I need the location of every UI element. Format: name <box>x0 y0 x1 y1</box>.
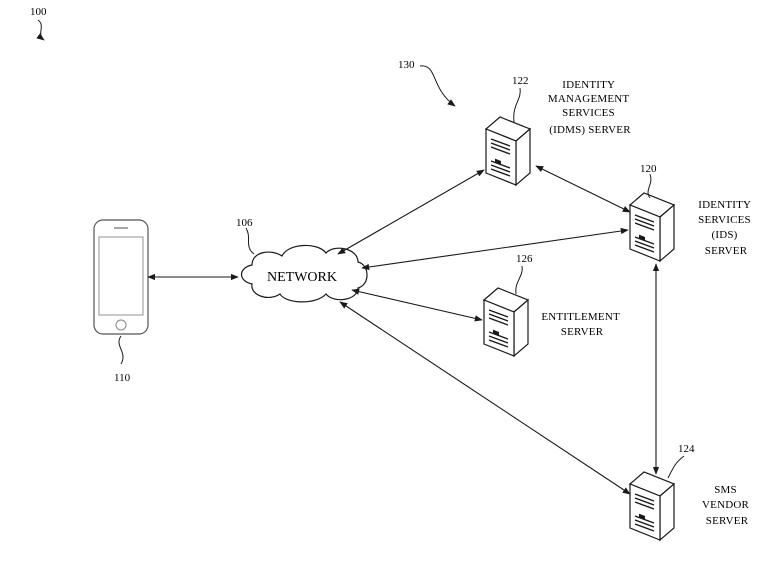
network-entitlement-connector <box>351 288 483 322</box>
entitlement-server-ref: 126 <box>516 253 533 265</box>
network-ref-leader <box>245 227 255 255</box>
idms-server-leader <box>513 87 521 123</box>
sms-server-label: SMS VENDOR SERVER <box>702 484 752 527</box>
figure-ref-arrow <box>36 19 45 41</box>
sms-server-ref: 124 <box>678 443 695 455</box>
entitlement-server-label: ENTITLEMENT SERVER <box>541 311 622 338</box>
entitlement-server-leader <box>515 265 523 295</box>
network-ids-connector <box>361 227 629 271</box>
sms-server-leader <box>667 455 685 479</box>
entitlement-server-icon <box>483 287 529 357</box>
idms-server-icon <box>485 116 531 186</box>
ids-server-label: IDENTITY SERVICES (IDS) SERVER <box>698 199 754 257</box>
network-ref-label: 106 <box>236 217 253 229</box>
network-cloud-icon <box>240 244 368 303</box>
ids-server-ref: 120 <box>640 163 657 175</box>
system-ref-label: 130 <box>398 59 415 71</box>
device-ref-leader <box>118 335 124 365</box>
figure-ref-label: 100 <box>30 6 47 18</box>
network-sms-connector <box>339 301 631 495</box>
network-label: NETWORK <box>267 270 337 285</box>
device-ref-label: 110 <box>114 372 131 384</box>
sms-server-icon <box>629 471 675 541</box>
smartphone-icon <box>93 219 149 335</box>
idms-ids-connector <box>535 165 631 213</box>
network-idms-connector <box>337 169 485 255</box>
idms-server-ref: 122 <box>512 75 529 87</box>
idms-server-label: IDENTITY MANAGEMENT SERVICES (IDMS) SERV… <box>548 79 632 136</box>
system-ref-arrow <box>419 65 456 107</box>
ids-server-icon <box>629 192 675 262</box>
ids-server-leader <box>647 173 652 199</box>
